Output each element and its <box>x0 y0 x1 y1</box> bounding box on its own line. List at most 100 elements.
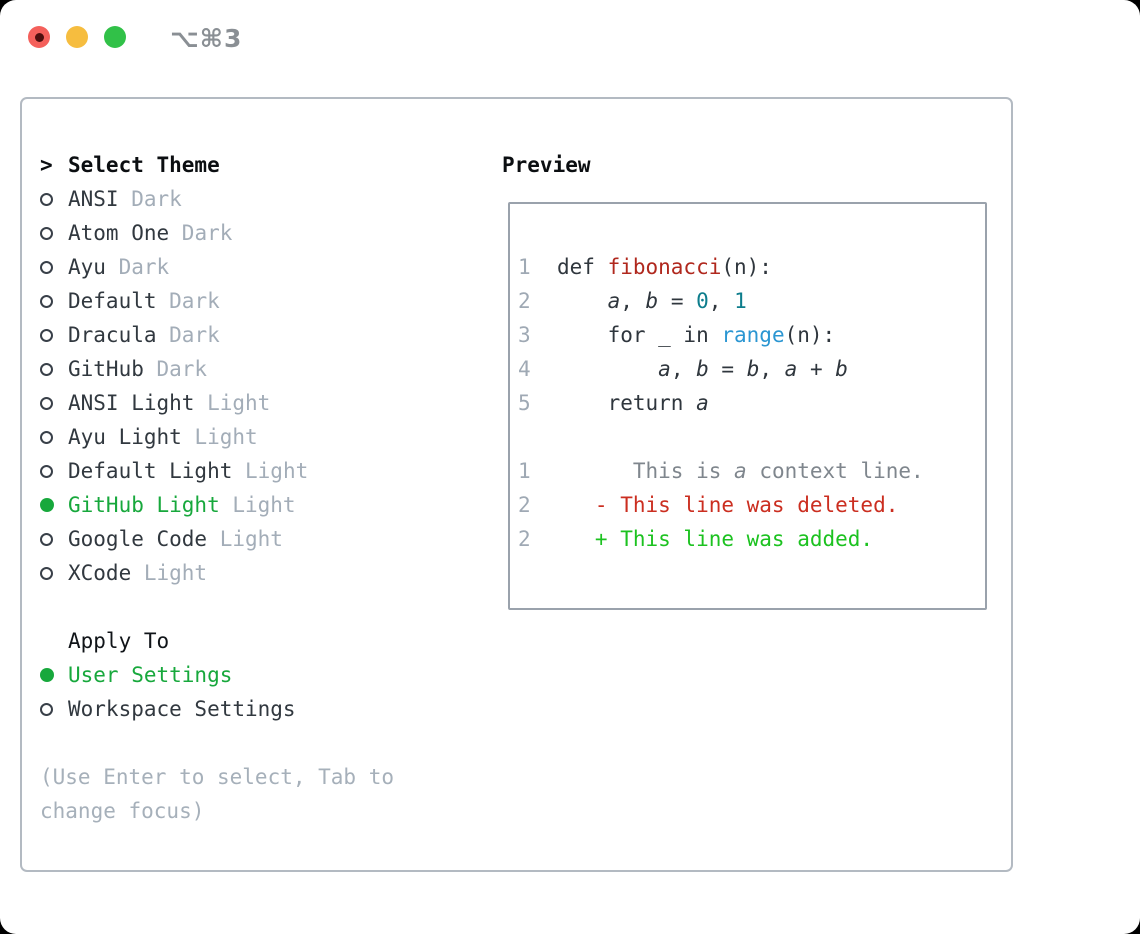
code-segment: b <box>746 357 760 381</box>
option-row[interactable]: Google Code Light <box>40 522 394 556</box>
code-line: 2 a, b = 0, 1 <box>518 284 977 318</box>
variant-tag: Light <box>219 493 296 517</box>
radio-icon <box>40 430 68 444</box>
radio-icon <box>40 260 68 274</box>
option-label: XCode <box>68 561 132 585</box>
code-line: 2 + This line was added. <box>518 522 977 556</box>
code-segment: b <box>835 357 848 381</box>
window-shortcut-label: ⌥⌘3 <box>170 24 243 53</box>
code-segment: b <box>645 289 659 313</box>
option-label: GitHub <box>68 357 144 381</box>
select-theme-title: Select Theme <box>68 153 220 177</box>
option-label: Default <box>68 289 157 313</box>
code-segment: a <box>607 289 621 313</box>
code-segment: context line. <box>746 459 924 483</box>
prompt-icon: > <box>40 153 53 177</box>
option-label: Google Code <box>68 527 208 551</box>
option-row[interactable]: GitHub Light Light <box>40 488 394 522</box>
option-row[interactable]: Default Dark <box>40 284 394 318</box>
code-line: 5 return a <box>518 386 977 420</box>
radio-selected-icon <box>40 668 68 682</box>
option-row[interactable]: Default Light Light <box>40 454 394 488</box>
option-row[interactable]: Dracula Dark <box>40 318 394 352</box>
variant-tag: Light <box>181 425 258 449</box>
option-label: Ayu Light <box>68 425 182 449</box>
code-segment <box>557 357 658 381</box>
option-row[interactable]: Workspace Settings <box>40 692 394 726</box>
option-label: Atom One <box>68 221 170 245</box>
radio-icon <box>40 464 68 478</box>
option-row[interactable]: ANSI Dark <box>40 182 394 216</box>
variant-tag: Dark <box>143 357 208 381</box>
variant-tag: Dark <box>169 221 233 245</box>
option-row[interactable]: Ayu Dark <box>40 250 394 284</box>
code-segment: a <box>658 357 671 381</box>
code-line <box>518 420 977 454</box>
option-label: ANSI Light <box>68 391 195 415</box>
code-segment: - This line was deleted. <box>557 493 899 517</box>
variant-tag: Dark <box>156 323 220 347</box>
variant-tag: Dark <box>118 187 182 211</box>
option-row[interactable]: XCode Light <box>40 556 394 590</box>
option-label: ANSI <box>68 187 119 211</box>
hint-line-2: change focus) <box>40 799 205 823</box>
code-segment: a <box>784 357 798 381</box>
option-label: Ayu <box>68 255 106 279</box>
preview-title: Preview <box>502 153 591 177</box>
unsaved-dot-icon <box>34 32 44 42</box>
minimize-button[interactable] <box>66 26 88 48</box>
option-row[interactable]: ANSI Light Light <box>40 386 394 420</box>
line-number: 5 <box>518 391 531 415</box>
radio-selected-icon <box>40 498 68 512</box>
spacer <box>40 726 394 760</box>
hint-line-1: (Use Enter to select, Tab to <box>40 765 395 789</box>
radio-icon <box>40 396 68 410</box>
code-segment: = <box>658 289 697 313</box>
option-label: Dracula <box>68 323 157 347</box>
radio-icon <box>40 532 68 546</box>
zoom-button[interactable] <box>104 26 126 48</box>
radio-icon <box>40 294 68 308</box>
variant-tag: Dark <box>156 289 220 313</box>
hint-text: (Use Enter to select, Tab to change focu… <box>40 760 394 828</box>
radio-icon <box>40 362 68 376</box>
line-number: 4 <box>518 357 531 381</box>
radio-icon <box>40 226 68 240</box>
code-segment: , <box>708 289 735 313</box>
code-segment: for _ in <box>557 323 722 347</box>
code-segment: a <box>734 459 747 483</box>
option-label: Workspace Settings <box>68 697 296 721</box>
line-number: 1 <box>518 255 531 279</box>
code-segment: def <box>557 255 608 279</box>
line-number: 2 <box>518 527 531 551</box>
code-segment: , <box>670 357 697 381</box>
code-segment: range <box>721 323 785 347</box>
apply-to-header: Apply To <box>40 624 394 658</box>
variant-tag: Light <box>207 527 283 551</box>
code-line: 4 a, b = b, a + b <box>518 352 977 386</box>
option-row[interactable]: Atom One Dark <box>40 216 394 250</box>
option-row[interactable]: GitHub Dark <box>40 352 394 386</box>
code-segment: = <box>708 357 747 381</box>
option-row[interactable]: Ayu Light Light <box>40 420 394 454</box>
select-theme-header: > Select Theme <box>40 148 394 182</box>
option-label: User Settings <box>68 663 233 687</box>
code-line: 2 - This line was deleted. <box>518 488 977 522</box>
code-segment: , <box>620 289 646 313</box>
option-row[interactable]: User Settings <box>40 658 394 692</box>
code-line: 3 for _ in range(n): <box>518 318 977 352</box>
code-segment: b <box>696 357 709 381</box>
close-button[interactable] <box>28 26 50 48</box>
line-number: 2 <box>518 493 531 517</box>
code-segment: (n): <box>721 255 772 279</box>
radio-icon <box>40 328 68 342</box>
code-segment: 1 <box>734 289 747 313</box>
code-segment: 0 <box>696 289 709 313</box>
